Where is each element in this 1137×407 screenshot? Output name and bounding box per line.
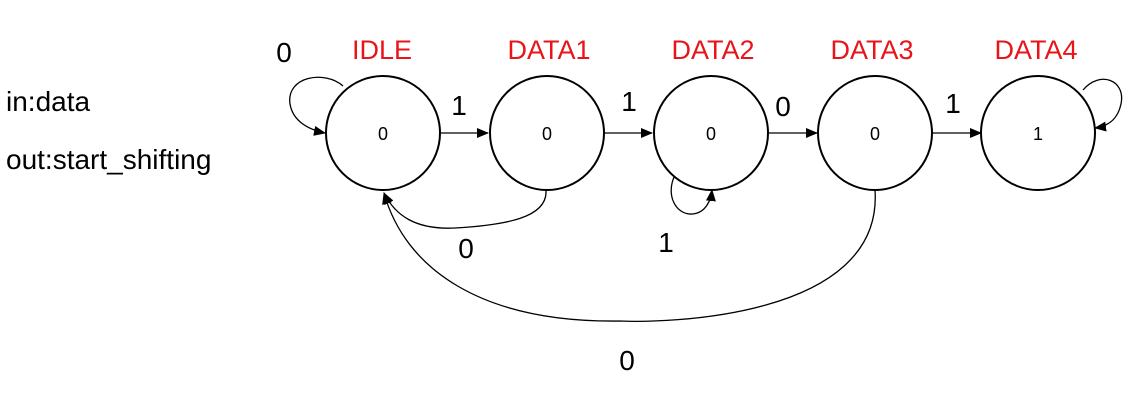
edge-data3-idle	[382, 189, 876, 322]
output-label: out:start_shifting	[6, 144, 212, 175]
state-idle: IDLE 0	[325, 35, 441, 191]
state-output-data1: 0	[542, 124, 552, 144]
edge-data1-idle	[383, 189, 547, 229]
label-idle-data1: 1	[451, 90, 467, 121]
state-circle-data3	[817, 75, 933, 191]
state-output-idle: 0	[378, 124, 388, 144]
state-name-data2: DATA2	[671, 35, 754, 65]
edge-data2-self	[670, 174, 716, 215]
state-data4: DATA4 1	[980, 35, 1096, 191]
edge-data4-self	[1082, 78, 1123, 132]
label-data1-data2: 1	[621, 86, 637, 117]
state-circle-data4	[980, 75, 1096, 191]
state-name-data3: DATA3	[830, 35, 913, 65]
label-idle-self: 0	[276, 37, 292, 68]
state-name-idle: IDLE	[352, 35, 412, 65]
state-output-data4: 1	[1033, 124, 1043, 144]
transitions	[289, 76, 1123, 322]
label-data2-self: 1	[658, 227, 674, 258]
state-output-data2: 0	[706, 124, 716, 144]
state-circle-data1	[489, 75, 605, 191]
state-name-data4: DATA4	[994, 35, 1077, 65]
label-data1-idle: 0	[458, 233, 474, 264]
transition-labels: 0 1 1 0 0 1 1 0	[276, 37, 961, 376]
state-name-data1: DATA1	[507, 35, 590, 65]
input-label: in:data	[6, 86, 91, 117]
state-circle-data2	[653, 75, 769, 191]
state-data3: DATA3 0	[817, 35, 933, 191]
edge-idle-self	[289, 76, 344, 136]
label-data2-data3: 0	[775, 91, 791, 122]
state-data2: DATA2 0	[653, 35, 769, 191]
label-data3-idle: 0	[619, 345, 635, 376]
state-output-data3: 0	[870, 124, 880, 144]
label-data3-data4: 1	[945, 88, 961, 119]
state-data1: DATA1 0	[489, 35, 605, 191]
state-circle-idle	[325, 75, 441, 191]
